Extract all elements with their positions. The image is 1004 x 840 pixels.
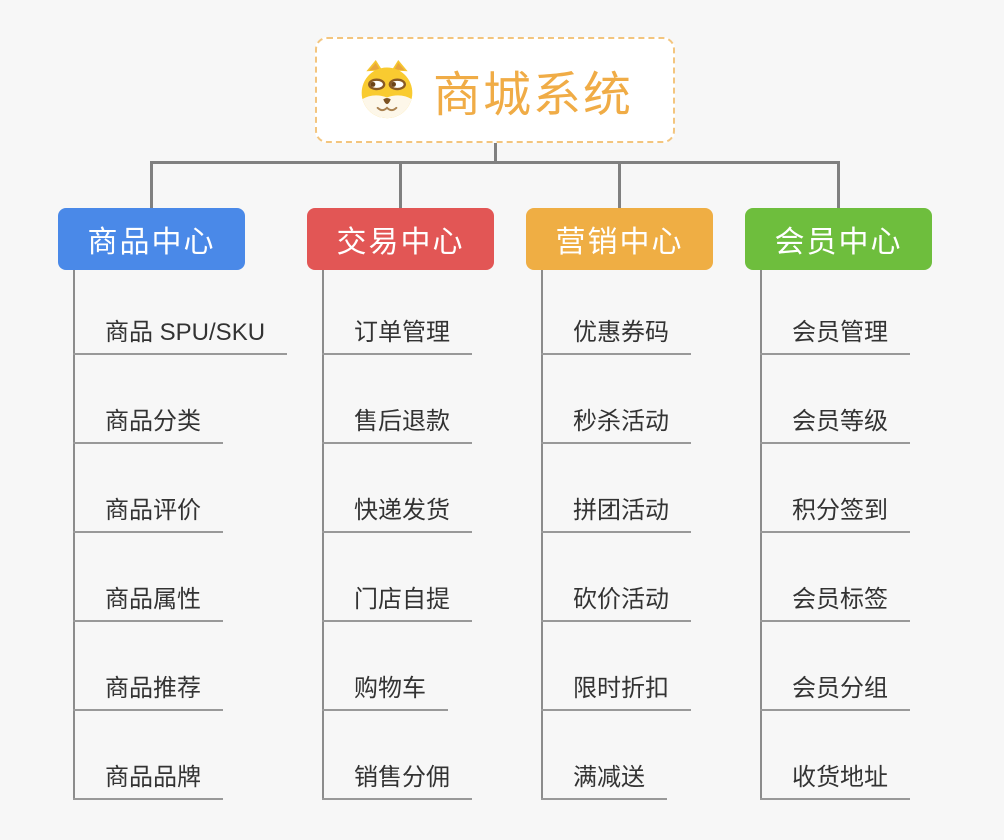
leaf-node[interactable]: 会员管理: [760, 318, 910, 355]
leaf-node[interactable]: 秒杀活动: [541, 407, 691, 444]
leaf-node[interactable]: 商品品牌: [73, 763, 223, 800]
leaf-node[interactable]: 收货地址: [760, 763, 910, 800]
branch-drop-line-1: [399, 161, 402, 208]
leaf-node[interactable]: 商品属性: [73, 585, 223, 622]
branch-label: 商品中心: [87, 226, 216, 259]
branch-spine-1: [322, 270, 324, 800]
leaf-node[interactable]: 砍价活动: [541, 585, 691, 622]
leaf-node[interactable]: 商品 SPU/SKU: [73, 318, 288, 355]
leaf-node[interactable]: 商品评价: [73, 496, 223, 533]
branch-spine-3: [760, 270, 762, 800]
branch-label: 会员中心: [774, 226, 903, 259]
branch-label: 交易中心: [336, 226, 465, 259]
leaf-node[interactable]: 拼团活动: [541, 496, 691, 533]
dog-face-icon: [357, 58, 417, 122]
branch-label: 营销中心: [555, 226, 684, 259]
branch-spine-2: [541, 270, 543, 800]
leaf-node[interactable]: 会员标签: [760, 585, 910, 622]
root-node[interactable]: 商城系统: [315, 37, 675, 143]
leaf-node[interactable]: 积分签到: [760, 496, 910, 533]
branch-spine-0: [73, 270, 75, 800]
leaf-node[interactable]: 满减送: [541, 763, 667, 800]
leaf-node[interactable]: 优惠券码: [541, 318, 691, 355]
branch-drop-line-3: [837, 161, 840, 208]
branch-box-2[interactable]: 营销中心: [526, 208, 713, 270]
leaf-node[interactable]: 门店自提: [322, 585, 472, 622]
branch-box-3[interactable]: 会员中心: [745, 208, 932, 270]
leaf-node[interactable]: 销售分佣: [322, 763, 472, 800]
leaf-node[interactable]: 订单管理: [322, 318, 472, 355]
branch-drop-line-2: [618, 161, 621, 208]
branch-drop-line-0: [150, 161, 153, 208]
leaf-node[interactable]: 购物车: [322, 674, 448, 711]
branch-box-0[interactable]: 商品中心: [58, 208, 245, 270]
root-title: 商城系统: [432, 69, 633, 122]
leaf-node[interactable]: 快递发货: [322, 496, 472, 533]
leaf-node[interactable]: 商品分类: [73, 407, 223, 444]
leaf-node[interactable]: 会员分组: [760, 674, 910, 711]
root-stub-line: [493, 143, 497, 164]
leaf-node[interactable]: 售后退款: [322, 407, 472, 444]
branch-box-1[interactable]: 交易中心: [307, 208, 494, 270]
leaf-node[interactable]: 商品推荐: [73, 674, 223, 711]
branch-horizontal-line: [151, 161, 839, 164]
leaf-node[interactable]: 会员等级: [760, 407, 910, 444]
leaf-node[interactable]: 限时折扣: [541, 674, 691, 711]
